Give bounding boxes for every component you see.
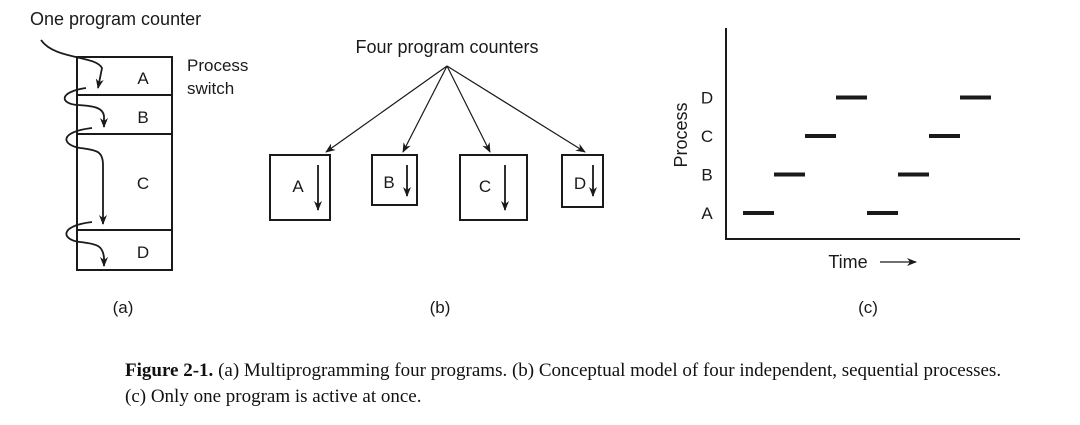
y-axis-label: Process: [671, 102, 691, 167]
panel-b-caption: (b): [430, 298, 451, 317]
x-axis-label: Time: [828, 252, 867, 272]
process-switch-label-1: Process: [187, 56, 248, 75]
program-counter-path: [40, 39, 108, 267]
process-tick-label-a: A: [701, 204, 713, 223]
figure-caption-text: (a) Multiprogramming four programs. (b) …: [125, 360, 1002, 407]
panel-c-caption: (c): [858, 298, 878, 317]
counter-arrows: [325, 65, 586, 153]
process-tick-label-b: B: [701, 166, 712, 185]
process-b-label: B: [383, 173, 394, 192]
process-switch-label-2: switch: [187, 79, 234, 98]
process-a-label: A: [292, 177, 304, 196]
panel-b: Four program counters A B C D (b): [269, 37, 604, 317]
process-box-a: [269, 154, 331, 221]
memory-box: [76, 56, 173, 271]
segment-b-label: B: [137, 108, 148, 127]
process-tick-label-d: D: [701, 89, 713, 108]
panel-a-caption: (a): [113, 298, 134, 317]
segment-a-label: A: [137, 69, 149, 88]
process-box-b: [371, 154, 418, 206]
process-box-d: [561, 154, 604, 208]
segment-c-label: C: [137, 174, 149, 193]
process-box-c: [459, 154, 528, 221]
panel-a: One program counter A B C D Process swit…: [30, 9, 248, 317]
panel-c: Process AB CD Time (c): [671, 28, 1020, 317]
one-program-counter-label: One program counter: [30, 9, 201, 29]
process-c-label: C: [479, 177, 491, 196]
figure-caption-label: Figure 2-1.: [125, 360, 214, 381]
four-program-counters-label: Four program counters: [355, 37, 538, 57]
segment-d-label: D: [137, 243, 149, 262]
process-d-label: D: [574, 174, 586, 193]
figure-caption: Figure 2-1. (a) Multiprogramming four pr…: [125, 358, 1025, 410]
process-tick-label-c: C: [701, 127, 713, 146]
